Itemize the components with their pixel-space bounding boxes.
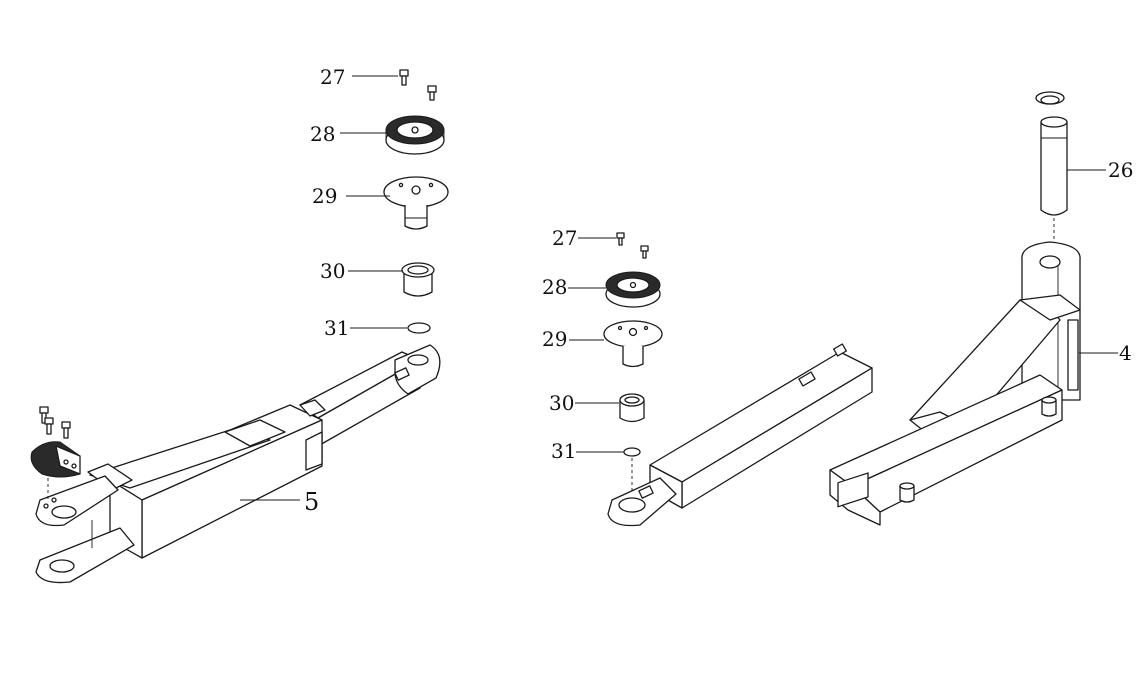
- left-arm-assembly: 27 28 29 30 31 5: [30, 65, 449, 584]
- left-pad-28: [385, 115, 445, 155]
- left-callout-5: 5: [304, 488, 319, 516]
- right-arm-4: [829, 241, 1081, 526]
- right-callout-4: 4: [1119, 341, 1132, 365]
- left-callout-29: 29: [312, 184, 337, 208]
- left-ring-31: [407, 322, 431, 334]
- right-screw-27: [616, 232, 649, 259]
- left-bushing-30: [401, 262, 435, 297]
- right-callout-27: 27: [552, 226, 577, 250]
- right-pad-28: [605, 271, 661, 308]
- left-plate-29: [383, 176, 449, 230]
- right-inner-arm: [607, 343, 873, 527]
- right-callout-28: 28: [542, 275, 567, 299]
- right-callout-26: 26: [1108, 158, 1133, 182]
- left-callout-28: 28: [310, 122, 335, 146]
- right-arm-assembly: 27 28 29 30 31 26 4: [542, 91, 1133, 527]
- right-bushing-30: [619, 393, 645, 423]
- right-plate-29: [603, 320, 663, 368]
- right-pin-26: [1035, 91, 1068, 248]
- right-callout-30: 30: [549, 391, 574, 415]
- right-callout-29: 29: [542, 327, 567, 351]
- right-ring-31: [623, 447, 641, 457]
- left-arm-5: [30, 344, 441, 584]
- left-callout-30: 30: [320, 259, 345, 283]
- left-screw-27: [399, 69, 437, 101]
- right-callout-31: 31: [551, 439, 576, 463]
- left-callout-27: 27: [320, 65, 345, 89]
- left-callout-31: 31: [324, 316, 349, 340]
